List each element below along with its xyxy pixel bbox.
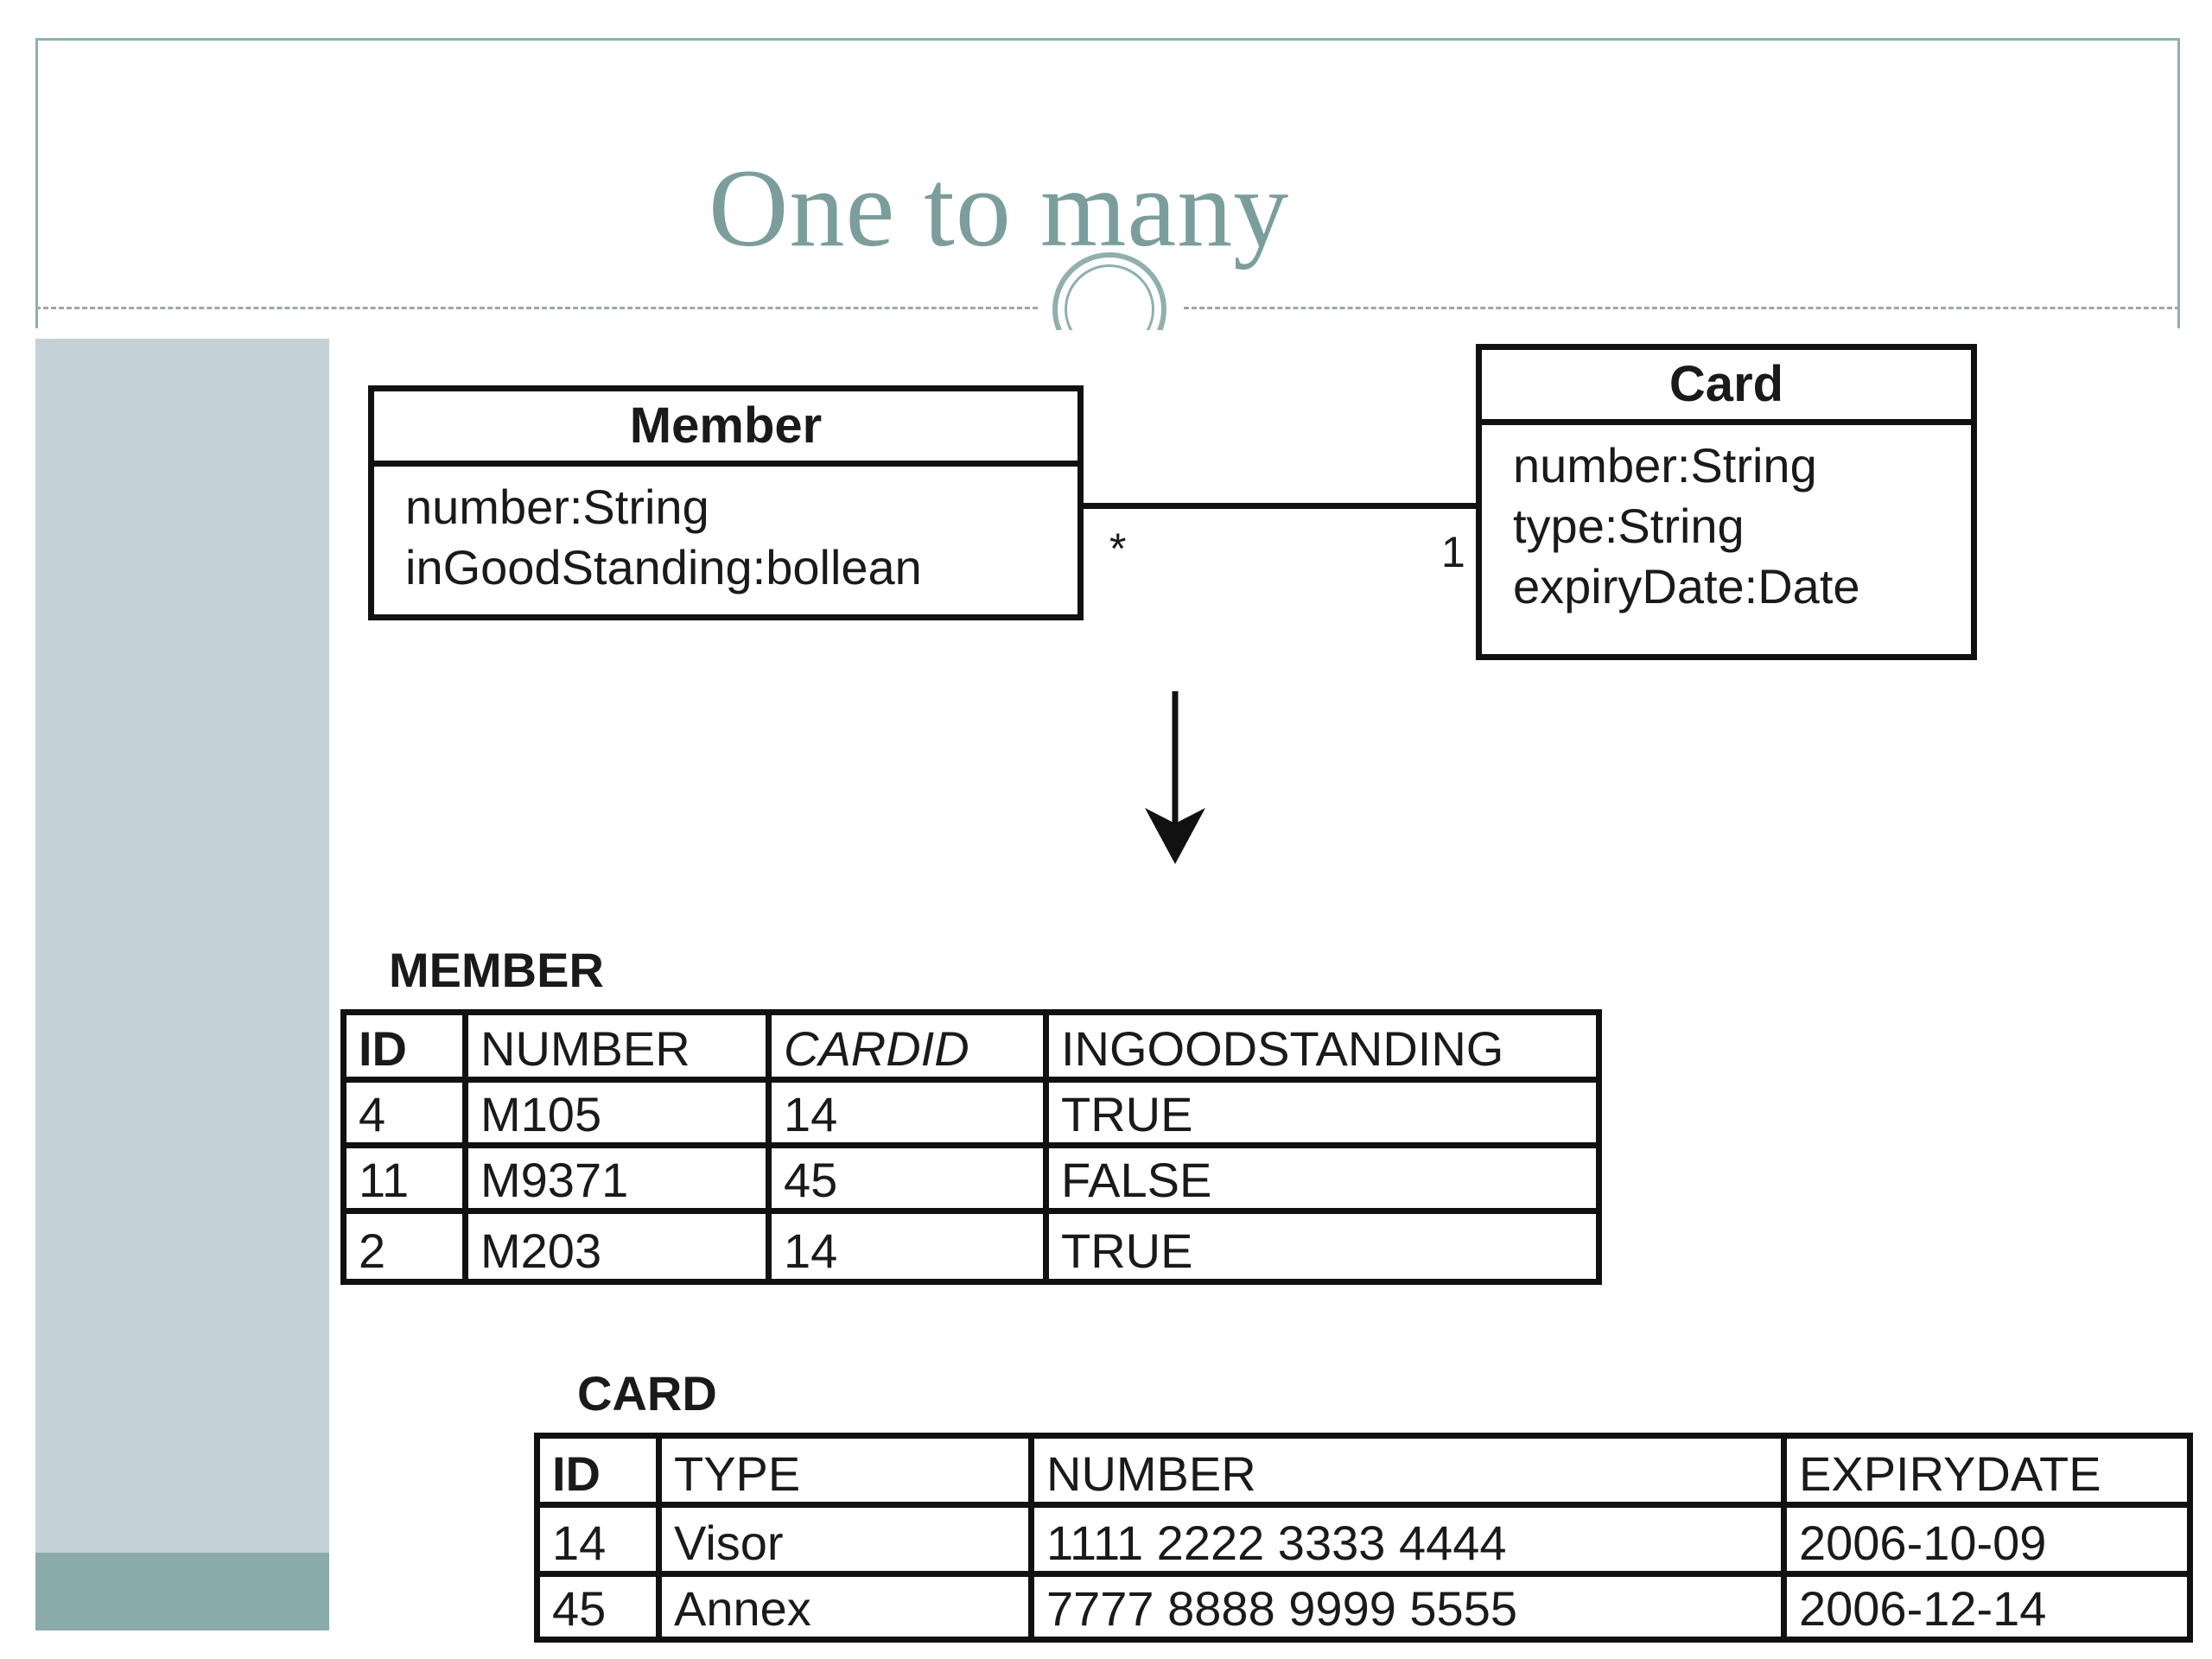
uml-class-member-name: Member	[374, 391, 1077, 467]
member-col-id: ID	[340, 1009, 468, 1083]
member-col-number: NUMBER	[462, 1009, 772, 1083]
multiplicity-card: 1	[1441, 528, 1465, 576]
table-row: 2 M203 14 TRUE	[340, 1208, 1602, 1285]
association-line	[1082, 503, 1479, 509]
card-col-id: ID	[534, 1433, 662, 1508]
side-bar	[35, 339, 329, 1553]
member-table: ID NUMBER CARDID INGOODSTANDING 4 M105 1…	[340, 1009, 1602, 1285]
table-cell: 1111 2222 3333 4444	[1028, 1502, 1787, 1577]
card-col-type: TYPE	[656, 1433, 1034, 1508]
table-cell: 2006-10-09	[1781, 1502, 2193, 1577]
uml-class-card-attributes: number:String type:String expiryDate:Dat…	[1482, 425, 1971, 617]
uml-attribute: number:String	[1513, 438, 1817, 493]
table-cell: M203	[462, 1208, 772, 1285]
table-cell: 14	[766, 1077, 1049, 1148]
table-cell: 14	[534, 1502, 662, 1577]
table-row: 11 M9371 45 FALSE	[340, 1142, 1602, 1214]
uml-attribute: inGoodStanding:bollean	[405, 540, 922, 594]
table-cell: Visor	[656, 1502, 1034, 1577]
table-row: 4 M105 14 TRUE	[340, 1077, 1602, 1148]
member-table-title: MEMBER	[389, 943, 604, 997]
slide-title: One to many	[709, 147, 1290, 270]
ring-mask	[1037, 330, 1192, 382]
uml-attribute: type:String	[1513, 499, 1745, 553]
card-col-number: NUMBER	[1028, 1433, 1787, 1508]
title-divider-left	[35, 307, 1038, 309]
table-row: 14 Visor 1111 2222 3333 4444 2006-10-09	[534, 1502, 2193, 1577]
table-cell: TRUE	[1043, 1077, 1602, 1148]
table-cell: 14	[766, 1208, 1049, 1285]
table-cell: 45	[766, 1142, 1049, 1214]
table-cell: M105	[462, 1077, 772, 1148]
arrow-down-icon	[1145, 691, 1205, 864]
side-bar-bottom	[35, 1553, 329, 1630]
member-col-cardid: CARDID	[766, 1009, 1049, 1083]
card-table-title: CARD	[577, 1366, 717, 1421]
uml-class-card: Card number:String type:String expiryDat…	[1476, 344, 1977, 660]
member-col-ingoodstanding: INGOODSTANDING	[1043, 1009, 1602, 1083]
card-table: ID TYPE NUMBER EXPIRYDATE 14 Visor 1111 …	[534, 1433, 2193, 1643]
table-row: 45 Annex 7777 8888 9999 5555 2006-12-14	[534, 1571, 2193, 1643]
table-cell: TRUE	[1043, 1208, 1602, 1285]
uml-attribute: expiryDate:Date	[1513, 559, 1860, 613]
table-cell: Annex	[656, 1571, 1034, 1643]
table-cell: 45	[534, 1571, 662, 1643]
table-cell: 11	[340, 1142, 468, 1214]
title-divider-right	[1184, 307, 2180, 309]
multiplicity-member: *	[1109, 524, 1127, 573]
table-cell: 2	[340, 1208, 468, 1285]
table-cell: FALSE	[1043, 1142, 1602, 1214]
uml-attribute: number:String	[405, 480, 709, 534]
uml-class-member: Member number:String inGoodStanding:boll…	[368, 385, 1084, 620]
card-col-expirydate: EXPIRYDATE	[1781, 1433, 2193, 1508]
uml-class-card-name: Card	[1482, 350, 1971, 425]
table-cell: 2006-12-14	[1781, 1571, 2193, 1643]
table-cell: 4	[340, 1077, 468, 1148]
table-cell: M9371	[462, 1142, 772, 1214]
table-cell: 7777 8888 9999 5555	[1028, 1571, 1787, 1643]
slide-frame	[35, 38, 2180, 328]
uml-class-member-attributes: number:String inGoodStanding:bollean	[374, 467, 1077, 598]
